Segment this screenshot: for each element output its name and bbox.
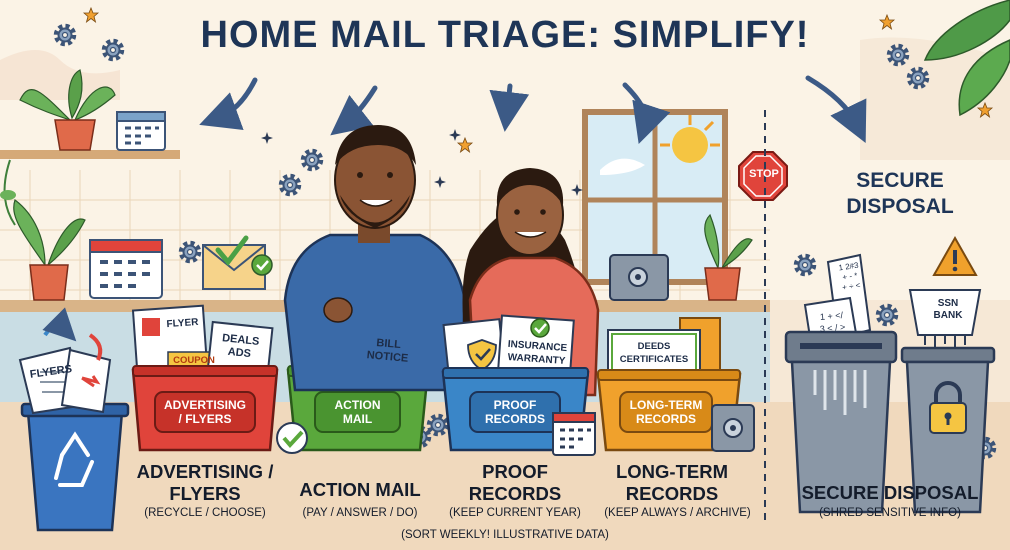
bin-label-advertising: ADVERTISING / FLYERS <box>155 398 255 426</box>
category-title-line2: RECORDS <box>468 483 562 504</box>
category-title-line1: ADVERTISING / <box>136 461 274 482</box>
trash-bin-icon <box>900 289 996 514</box>
bin-label-long-term: LONG-TERM RECORDS <box>620 398 712 426</box>
window-icon <box>582 109 728 285</box>
category-title-line2: FLYERS <box>169 483 241 504</box>
shredder-icon <box>784 253 898 514</box>
checkmark-icon <box>276 422 308 454</box>
paper-calculation-2: 1 + </ 3 < / > <box>807 308 857 336</box>
plant-icon <box>19 69 116 151</box>
secure-disposal-heading: SECURE DISPOSAL <box>815 168 985 220</box>
plant-icon <box>923 0 1010 117</box>
category-title-line1: PROOF <box>482 461 548 482</box>
man-figure <box>283 125 467 392</box>
bin-label-line2: RECORDS <box>635 412 696 426</box>
category-note-advertising: (RECYCLE / CHOOSE) <box>144 507 266 519</box>
category-title-line2: RECORDS <box>625 483 719 504</box>
bin-label-line2: RECORDS <box>484 412 545 426</box>
calendar-icon <box>116 111 166 151</box>
category-note-proof: (KEEP CURRENT YEAR) <box>449 507 581 519</box>
category-title-action: ACTION MAIL <box>299 479 421 500</box>
category-title-line1: LONG-TERM <box>615 461 728 482</box>
arrow-icon <box>199 75 867 144</box>
plant-icon <box>13 199 86 301</box>
bin-advertising <box>131 304 279 452</box>
category-title-advertising: ADVERTISING / FLYERS <box>120 461 290 505</box>
paper-ssn-line1: SSN <box>937 298 959 309</box>
bin-label-line1: PROOF <box>493 398 537 412</box>
safe-icon <box>609 254 669 301</box>
paper-calculation: 1 2#3 + - * + ÷ < <box>832 260 868 294</box>
calendar-icon <box>552 412 596 456</box>
category-note-action: (PAY / ANSWER / DO) <box>302 507 418 519</box>
bin-label-line2: MAIL <box>342 412 373 426</box>
warning-icon <box>932 235 978 276</box>
safe-icon <box>711 404 755 452</box>
paper-bill: BILL NOTICE <box>361 336 415 366</box>
bin-label-line1: ADVERTISING <box>163 398 246 412</box>
category-title-secure: SECURE DISPOSAL <box>801 482 979 503</box>
page-title: HOME MAIL TRIAGE: SIMPLIFY! <box>200 14 810 56</box>
paper-ssn: SSN BANK <box>918 298 978 322</box>
category-title-long-term: LONG-TERM RECORDS <box>592 461 752 505</box>
calendar-icon <box>89 239 163 299</box>
bin-label-line1: LONG-TERM <box>629 398 703 412</box>
secure-heading-line2: DISPOSAL <box>846 195 954 218</box>
bin-label-line1: ACTION <box>334 398 381 412</box>
bin-label-proof: PROOF RECORDS <box>470 398 560 426</box>
plant-icon <box>704 213 753 301</box>
shelf <box>0 150 180 159</box>
paper-ssn-line2: BANK <box>933 310 963 321</box>
bin-long-term <box>596 317 742 452</box>
bin-label-action: ACTION MAIL <box>315 398 400 426</box>
footer-note: (SORT WEEKLY! ILLUSTRATIVE DATA) <box>401 529 609 541</box>
recycle-bin <box>18 307 130 532</box>
bin-proof <box>441 314 590 452</box>
envelope-icon <box>202 235 273 290</box>
paper-insurance: INSURANCE WARRANTY <box>499 337 575 368</box>
category-note-secure: (SHRED SENSITIVE INFO) <box>819 507 961 519</box>
stop-sign-label: STOP <box>749 168 779 180</box>
bin-label-line2: / FLYERS <box>178 412 232 426</box>
recycle-icon <box>54 431 94 487</box>
paper-deeds: DEEDS CERTIFICATES <box>610 340 698 366</box>
lock-icon <box>929 381 967 434</box>
paper-deeds-line2: CERTIFICATES <box>619 354 689 365</box>
stop-sign-icon <box>738 151 788 201</box>
category-note-long-term: (KEEP ALWAYS / ARCHIVE) <box>604 507 751 519</box>
category-title-proof: PROOF RECORDS <box>440 461 590 505</box>
paper-coupon: COUPON <box>173 355 215 366</box>
paper-deeds-line1: DEEDS <box>637 341 671 352</box>
secure-heading-line1: SECURE <box>856 169 944 192</box>
shield-icon <box>467 339 497 372</box>
